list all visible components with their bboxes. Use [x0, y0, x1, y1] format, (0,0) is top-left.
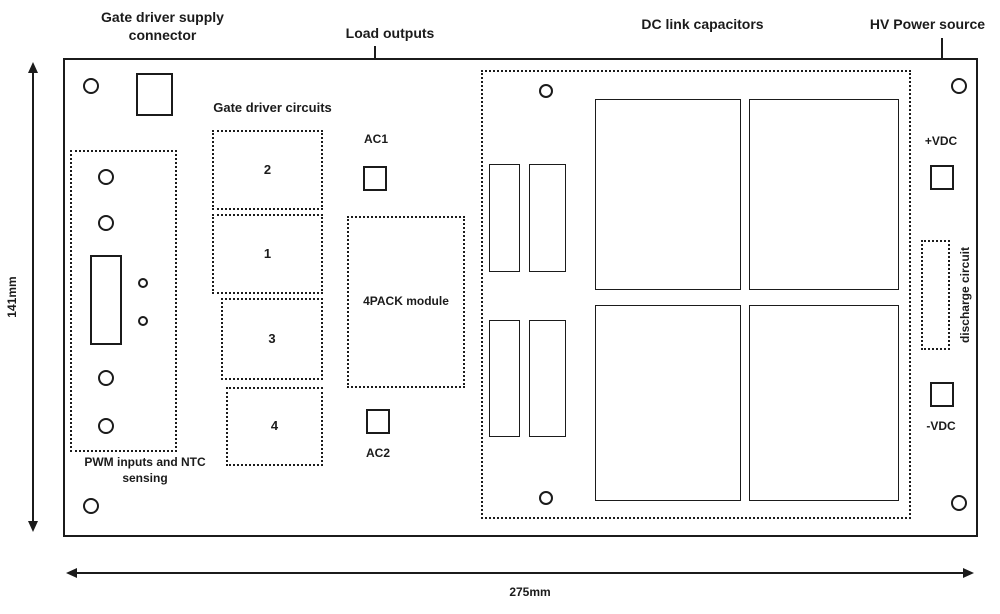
- gate-driver-box-2: 2: [212, 130, 323, 210]
- gate-driver-box-1: 1: [212, 214, 323, 294]
- label-discharge-circuit: discharge circuit: [958, 246, 972, 344]
- vdc-minus-pad: [930, 382, 954, 407]
- dc-link-hole-top: [539, 84, 553, 98]
- vdc-plus-pad: [930, 165, 954, 190]
- gate-driver-box-3: 3: [221, 298, 323, 380]
- dc-cap-large-1: [595, 99, 741, 290]
- fourpack-module-box: 4PACK module: [347, 216, 465, 388]
- label-vdc-minus: -VDC: [926, 419, 956, 433]
- label-hv-power-source: HV Power source: [869, 16, 986, 32]
- ac2-pad: [366, 409, 390, 434]
- pwm-ntc-region: [70, 150, 177, 452]
- pwm-connector: [90, 255, 122, 345]
- label-ac2: AC2: [365, 446, 390, 460]
- dc-cap-small-1: [489, 164, 520, 272]
- pwm-hole-4: [98, 418, 114, 434]
- pwm-hole-1: [98, 169, 114, 185]
- discharge-circuit-box: [921, 240, 950, 350]
- dc-cap-small-4: [529, 320, 566, 437]
- label-height-dimension: 141mm: [5, 276, 19, 318]
- mounting-hole-top-right: [951, 78, 967, 94]
- ntc-hole-2: [138, 316, 148, 326]
- label-ac1: AC1: [363, 132, 388, 146]
- label-gate-driver-circuits: Gate driver circuits: [213, 100, 332, 115]
- ac1-pad: [363, 166, 387, 191]
- mounting-hole-bottom-left: [83, 498, 99, 514]
- label-dc-link-capacitors: DC link capacitors: [641, 16, 764, 32]
- mounting-hole-bottom-right: [951, 495, 967, 511]
- label-load-outputs: Load outputs: [345, 25, 435, 41]
- ntc-hole-1: [138, 278, 148, 288]
- dc-cap-large-4: [749, 305, 899, 501]
- dc-link-region: [481, 70, 911, 519]
- pwm-hole-2: [98, 215, 114, 231]
- gate-driver-box-4: 4: [226, 387, 323, 466]
- label-vdc-plus: +VDC: [924, 134, 958, 148]
- dc-cap-large-2: [749, 99, 899, 290]
- dc-cap-large-3: [595, 305, 741, 501]
- label-pwm-inputs: PWM inputs and NTC sensing: [84, 455, 206, 485]
- width-dimension-arrow: [66, 567, 974, 578]
- label-gate-driver-supply-connector: Gate driver supply connector: [101, 9, 224, 44]
- height-dimension-arrow: [27, 62, 38, 532]
- pwm-hole-3: [98, 370, 114, 386]
- dc-cap-small-2: [529, 164, 566, 272]
- dc-link-hole-bottom: [539, 491, 553, 505]
- mounting-hole-top-left: [83, 78, 99, 94]
- dc-cap-small-3: [489, 320, 520, 437]
- label-width-dimension: 275mm: [509, 585, 551, 599]
- supply-connector: [136, 73, 173, 116]
